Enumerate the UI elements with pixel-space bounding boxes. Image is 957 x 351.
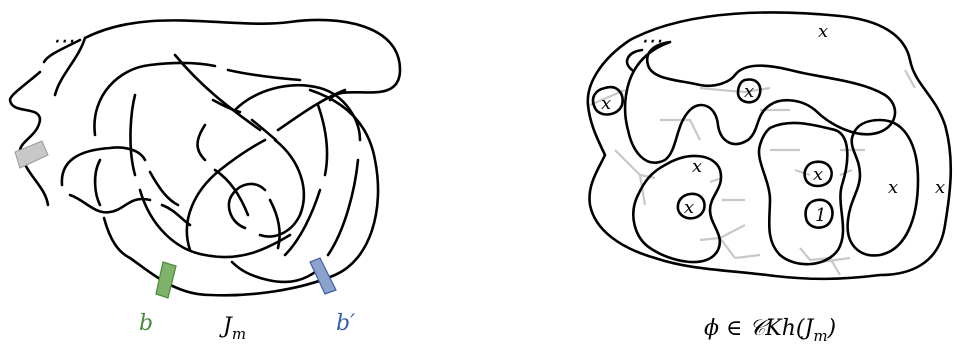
label-x-small-mid: x — [684, 197, 694, 218]
grey-edge — [700, 225, 745, 240]
knot-strand — [232, 262, 318, 282]
knot-strand — [130, 95, 135, 175]
label-x-left-region: x — [692, 156, 702, 177]
knot-strand — [228, 70, 300, 80]
resolution-caption-close: ) — [827, 316, 837, 341]
resolution-circle-right — [759, 123, 847, 264]
band-grey — [15, 141, 48, 168]
label-x-small-top: x — [744, 81, 754, 102]
grey-edge — [800, 248, 830, 260]
resolution-circle-moon — [848, 120, 918, 255]
grey-edge — [735, 255, 760, 258]
grey-edge — [795, 170, 810, 175]
knot-strand — [318, 105, 327, 175]
knot-strand — [328, 160, 358, 255]
knot-strand — [140, 190, 290, 257]
label-one: 1 — [815, 205, 826, 226]
ellipsis-dots-right: ⋯ — [640, 29, 662, 54]
knot-strand — [150, 172, 178, 205]
resolution-caption-sub: m — [813, 327, 827, 345]
label-x-moon-region: x — [888, 177, 898, 198]
grey-edge — [615, 150, 655, 178]
knot-strand — [104, 218, 130, 258]
knot-strand — [10, 72, 48, 205]
knot-strand — [215, 170, 248, 215]
label-x-small-right: x — [813, 164, 823, 185]
knot-diagram-jm — [10, 20, 400, 298]
resolution-caption-main: ϕ ∈ 𝒞Kh(J — [704, 316, 814, 341]
knot-strand — [260, 140, 304, 236]
knot-strand — [95, 160, 100, 205]
knot-strand — [175, 55, 260, 130]
band-b — [156, 262, 176, 298]
knot-strand — [94, 63, 215, 135]
knot-strand — [187, 140, 265, 250]
band-b-label: b — [139, 311, 153, 336]
knot-strand — [70, 195, 150, 212]
knot-strand — [252, 120, 276, 140]
band-b-prime-label: b′ — [336, 311, 355, 336]
label-x-top-region: x — [818, 21, 828, 42]
knot-strand — [198, 125, 206, 160]
ellipsis-dots: ⋯ — [52, 29, 74, 54]
grey-edge — [720, 238, 735, 258]
label-x-outer-region: x — [935, 177, 945, 198]
knot-caption-sub: m — [232, 325, 246, 343]
resolution-caption: ϕ ∈ 𝒞Kh(Jm) — [704, 316, 836, 345]
label-x-small-left: x — [601, 93, 611, 114]
knot-strand — [162, 205, 190, 225]
knot-caption: Jm — [219, 314, 246, 343]
knot-strand — [270, 200, 280, 248]
knot-strand — [85, 20, 400, 100]
